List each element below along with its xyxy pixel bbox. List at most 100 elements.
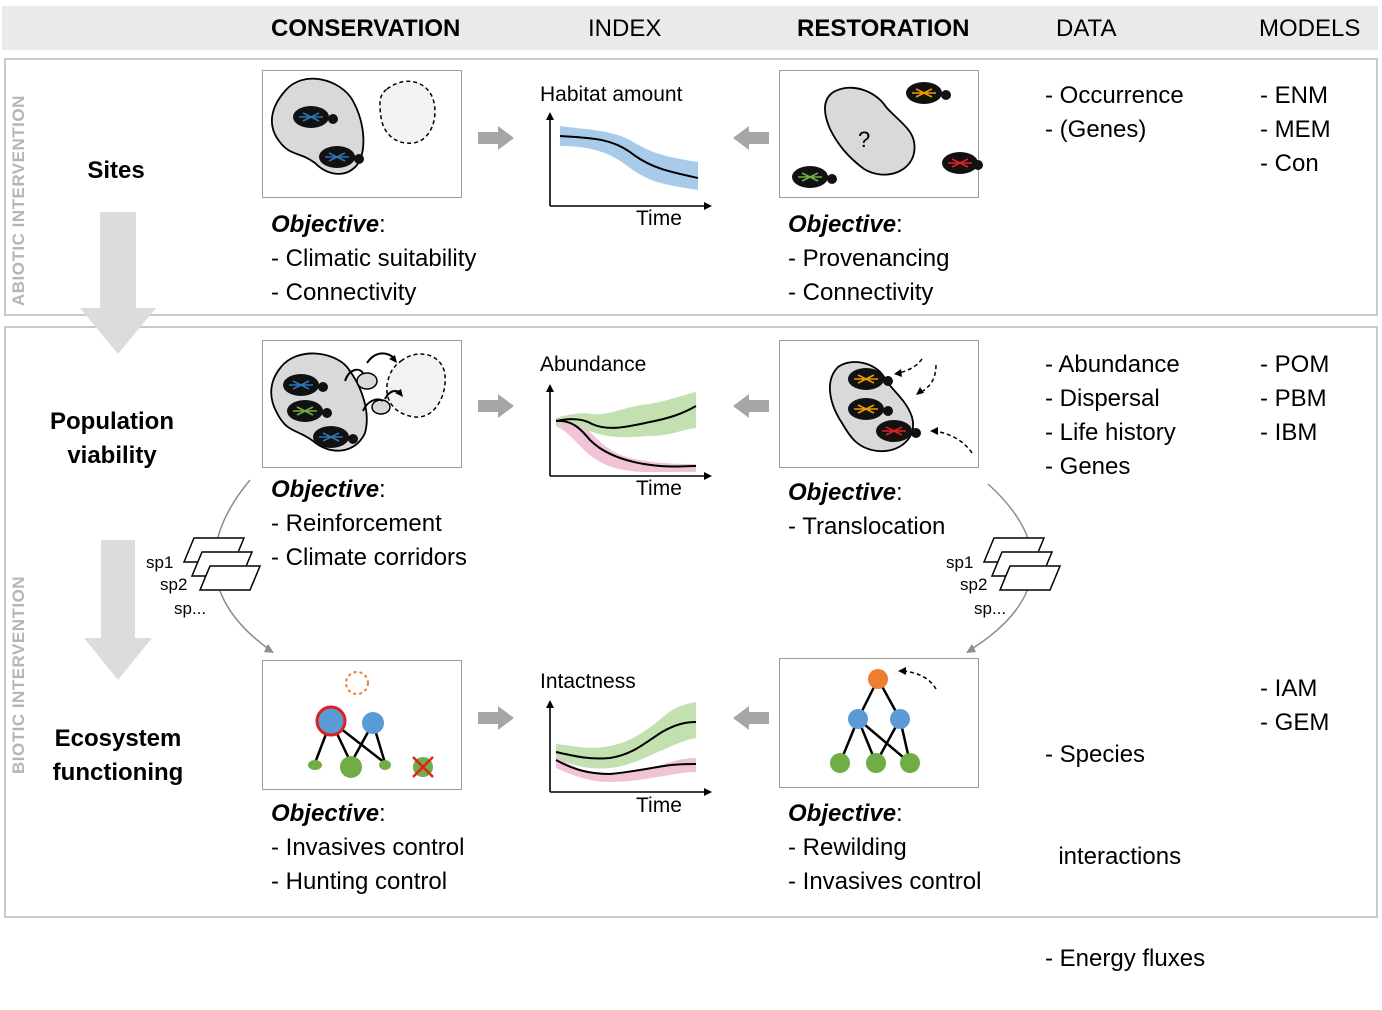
data-list-ecosystem: - Species interactions - Energy fluxes bbox=[1045, 670, 1205, 1010]
arrow-left-icon bbox=[733, 706, 769, 730]
index-title: Intactness bbox=[540, 670, 636, 693]
conservation-objective-population: Objective: - Reinforcement - Climate cor… bbox=[271, 473, 467, 575]
data-item: - Genes bbox=[1045, 453, 1131, 480]
arrow-right-icon bbox=[478, 394, 514, 418]
restoration-objective-sites: Objective: - Provenancing - Connectivity bbox=[788, 208, 949, 310]
data-item: interactions bbox=[1045, 843, 1182, 870]
arrow-right-icon bbox=[478, 126, 514, 150]
model-item: - POM bbox=[1260, 351, 1330, 378]
header-index: INDEX bbox=[588, 15, 662, 42]
data-item: - Dispersal bbox=[1045, 385, 1160, 412]
header-data: DATA bbox=[1056, 15, 1117, 42]
model-item: - PBM bbox=[1260, 385, 1327, 412]
species-label: sp... bbox=[974, 599, 1007, 618]
objective-title: Objective bbox=[271, 800, 380, 827]
species-label: sp1 bbox=[946, 553, 974, 572]
model-item: - IAM bbox=[1260, 675, 1318, 702]
arrow-down-icon bbox=[84, 540, 152, 680]
species-label: sp2 bbox=[160, 575, 188, 594]
time-axis-label: Time bbox=[636, 477, 682, 500]
header-band bbox=[2, 6, 1378, 50]
objective-item: - Invasives control bbox=[271, 834, 465, 861]
restoration-population-panel bbox=[779, 340, 979, 468]
header-models: MODELS bbox=[1259, 15, 1361, 42]
data-item: - Species bbox=[1045, 741, 1146, 768]
turtle-icon bbox=[319, 146, 364, 168]
turtle-icon bbox=[942, 152, 983, 174]
layer-stack-icon bbox=[182, 537, 262, 591]
conservation-objective-ecosystem: Objective: - Invasives control - Hunting… bbox=[271, 797, 464, 899]
models-list-ecosystem: - IAM - GEM bbox=[1260, 672, 1329, 740]
unknown-site-mark: ? bbox=[858, 127, 871, 152]
row-label-sites: Sites bbox=[87, 157, 145, 184]
layer-stack-icon bbox=[982, 537, 1062, 591]
conservation-population-panel bbox=[262, 340, 462, 468]
model-item: - IBM bbox=[1260, 419, 1318, 446]
conservation-sites-panel bbox=[262, 70, 462, 198]
turtle-icon bbox=[792, 166, 837, 188]
objective-title: Objective bbox=[788, 800, 897, 827]
species-label: sp2 bbox=[960, 575, 988, 594]
index-title: Habitat amount bbox=[540, 83, 683, 106]
objective-title: Objective bbox=[271, 476, 380, 503]
biotic-section bbox=[4, 326, 1378, 918]
models-list-sites: - ENM - MEM - Con bbox=[1260, 79, 1331, 181]
data-item: - Energy fluxes bbox=[1045, 945, 1206, 972]
objective-title: Objective bbox=[788, 479, 897, 506]
objective-item: - Rewilding bbox=[788, 834, 907, 861]
time-axis-label: Time bbox=[636, 794, 682, 817]
objective-item: - Translocation bbox=[788, 513, 946, 540]
abiotic-section bbox=[4, 58, 1378, 316]
arrow-left-icon bbox=[733, 126, 769, 150]
objective-item: - Connectivity bbox=[271, 279, 417, 306]
turtle-icon bbox=[848, 368, 893, 390]
conservation-objective-sites: Objective: - Climatic suitability - Conn… bbox=[271, 208, 476, 310]
turtle-icon bbox=[848, 398, 893, 420]
header-restoration: RESTORATION bbox=[797, 15, 970, 42]
species-label: sp... bbox=[174, 599, 207, 618]
data-item: - Life history bbox=[1045, 419, 1176, 446]
objective-item: - Reinforcement bbox=[271, 510, 442, 537]
index-title: Abundance bbox=[540, 353, 647, 376]
conservation-ecosystem-panel bbox=[262, 660, 462, 790]
objective-item: - Connectivity bbox=[788, 279, 934, 306]
model-item: - Con bbox=[1260, 150, 1319, 177]
objective-item: - Climate corridors bbox=[271, 544, 468, 571]
row-label-ecosystem: Ecosystem functioning bbox=[52, 725, 184, 786]
habitat-patch-icon bbox=[824, 86, 916, 176]
model-item: - GEM bbox=[1260, 709, 1330, 736]
model-item: - MEM bbox=[1260, 116, 1331, 143]
turtle-icon bbox=[313, 426, 358, 448]
intactness-chart bbox=[546, 700, 712, 796]
food-web-icon bbox=[830, 667, 937, 773]
turtle-icon bbox=[287, 400, 332, 422]
food-web-icon bbox=[308, 671, 434, 778]
turtle-icon bbox=[293, 106, 338, 128]
habitat-amount-chart bbox=[546, 112, 712, 210]
turtle-icon bbox=[906, 82, 951, 104]
objective-title: Objective bbox=[788, 211, 897, 238]
arrow-left-icon bbox=[733, 394, 769, 418]
turtle-icon bbox=[876, 420, 921, 442]
objective-item: - Invasives control bbox=[788, 868, 982, 895]
objective-item: - Climatic suitability bbox=[271, 245, 477, 272]
models-list-population: - POM - PBM - IBM bbox=[1260, 348, 1329, 450]
data-item: - (Genes) bbox=[1045, 116, 1147, 143]
model-item: - ENM bbox=[1260, 82, 1328, 109]
objective-item: - Hunting control bbox=[271, 868, 448, 895]
restoration-sites-panel: ? bbox=[779, 70, 983, 198]
row-label-population: Population viability bbox=[50, 408, 174, 469]
data-item: - Abundance bbox=[1045, 351, 1180, 378]
data-item: - Occurrence bbox=[1045, 82, 1184, 109]
objective-item: - Provenancing bbox=[788, 245, 950, 272]
data-list-population: - Abundance - Dispersal - Life history -… bbox=[1045, 348, 1180, 484]
abundance-chart bbox=[546, 384, 712, 480]
arrow-down-icon bbox=[80, 212, 156, 354]
restoration-objective-ecosystem: Objective: - Rewilding - Invasives contr… bbox=[788, 797, 981, 899]
restoration-objective-population: Objective: - Translocation bbox=[788, 476, 945, 544]
restoration-ecosystem-panel bbox=[779, 658, 979, 788]
time-axis-label: Time bbox=[636, 207, 682, 230]
objective-title: Objective bbox=[271, 211, 380, 238]
data-list-sites: - Occurrence - (Genes) bbox=[1045, 79, 1184, 147]
arrow-right-icon bbox=[478, 706, 514, 730]
